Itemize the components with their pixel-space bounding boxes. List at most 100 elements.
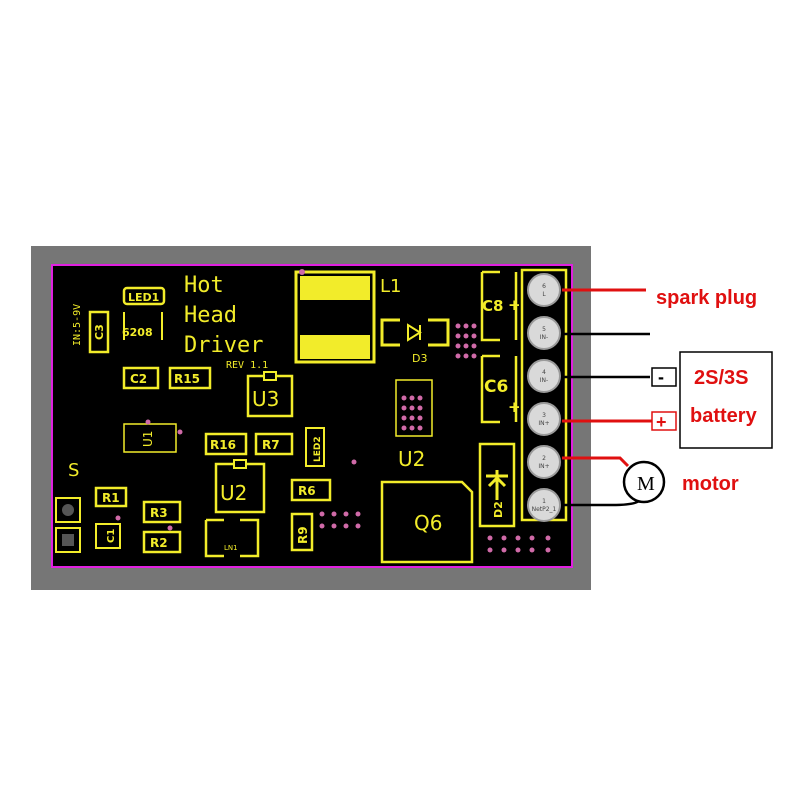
- r6-label: R6: [298, 484, 316, 498]
- battery-type-label: 2S/3S: [694, 367, 748, 389]
- capacitor-c2: C2: [122, 366, 160, 390]
- resistor-r15: R15: [168, 366, 212, 390]
- test-pad-bottom-square: [62, 534, 74, 546]
- ln1-label: LN1: [224, 544, 238, 552]
- title-line-1: Hot: [184, 273, 224, 298]
- c8-label: C8: [482, 297, 503, 315]
- c2-label: C2: [130, 372, 147, 386]
- motor-label: motor: [682, 473, 739, 495]
- led1-label: LED1: [128, 291, 159, 304]
- resistor-r7: R7: [254, 432, 294, 456]
- battery-label: battery: [690, 405, 758, 427]
- test-pad-bottom: [55, 527, 81, 553]
- s-marker: S: [68, 460, 79, 481]
- via-group-bottom-right: [487, 535, 551, 553]
- pin-number: 4: [542, 369, 546, 376]
- test-pad-top-hole: [62, 504, 74, 516]
- capacitor-c3: C3: [88, 310, 110, 354]
- via-group-right: [455, 323, 477, 359]
- pin-label: NetP2_1: [532, 506, 557, 513]
- u1-label: U1: [141, 431, 155, 447]
- diode-d2: D2: [478, 442, 516, 528]
- pin-pad: [527, 316, 561, 350]
- capacitor-c1: C1: [95, 523, 121, 549]
- mosfet-q6: Q6: [380, 480, 474, 564]
- pin-pad: [527, 402, 561, 436]
- c1-label: C1: [106, 529, 117, 543]
- r16-label: R16: [210, 438, 236, 452]
- resistor-r9: R9: [290, 512, 314, 552]
- pin-pad: [527, 273, 561, 307]
- revision-label: REV 1.1: [226, 360, 268, 371]
- pin-number: 5: [542, 326, 546, 333]
- pin-label: IN-: [540, 377, 548, 384]
- diode-label: D3: [412, 352, 427, 365]
- pin-number: 2: [542, 455, 546, 462]
- connector-pin-5: 5IN-: [527, 316, 561, 350]
- led2: LED2: [305, 427, 325, 467]
- pin-number: 3: [542, 412, 546, 419]
- pin-pad: [527, 488, 561, 522]
- diode-d3: D3: [380, 318, 450, 365]
- q6-label: Q6: [414, 511, 442, 535]
- input-spec-label: IN:5-9V: [72, 304, 83, 346]
- ic-u2-top: U2: [395, 379, 433, 471]
- r2-label: R2: [150, 536, 168, 550]
- resistor-r16: R16: [204, 432, 248, 456]
- u2-top-label: U2: [398, 447, 425, 471]
- pin-label: IN+: [538, 463, 549, 470]
- connector-pin-3: 3IN+: [527, 402, 561, 436]
- ln1: LN1: [204, 518, 260, 558]
- via-group-center: [319, 511, 361, 529]
- motor-symbol: M: [622, 460, 666, 504]
- connector-pin-6: 6L: [527, 273, 561, 307]
- resistor-r3: R3: [142, 500, 182, 524]
- ic-u2-bottom: U2: [214, 459, 266, 514]
- pin-pad: [527, 359, 561, 393]
- via-group-u2: [401, 395, 423, 431]
- led1: LED1: [122, 286, 166, 306]
- pin-pad: [527, 445, 561, 479]
- c3-label: C3: [93, 324, 106, 340]
- d2-label: D2: [492, 501, 505, 518]
- motor-m-letter: M: [637, 473, 655, 495]
- connector-pin-2: 2IN+: [527, 445, 561, 479]
- spark-plug-label: spark plug: [656, 287, 757, 309]
- c6-label: C6: [484, 377, 508, 397]
- inductor-label: L1: [380, 276, 401, 297]
- pin-label: L: [542, 291, 546, 298]
- r3-label: R3: [150, 506, 168, 520]
- battery-minus-sign: -: [658, 367, 664, 387]
- capacitor-c8: C8 +: [480, 270, 521, 342]
- pin-label: IN-: [540, 334, 548, 341]
- title-line-3: Driver: [184, 333, 263, 358]
- inductor-l1: L1: [294, 270, 401, 364]
- u3-label: U3: [252, 387, 279, 411]
- r9-label: R9: [296, 526, 310, 544]
- resistor-r6: R6: [290, 478, 332, 502]
- title-line-2: Head: [184, 303, 237, 328]
- resistor-r2: R2: [142, 530, 182, 554]
- led2-label: LED2: [313, 436, 323, 462]
- wire-motor-top: [562, 456, 630, 468]
- ic-u1: U1: [123, 423, 177, 453]
- pin-number: 6: [542, 283, 546, 290]
- test-pad-top: [55, 497, 81, 523]
- r15-label: R15: [174, 372, 200, 386]
- capacitor-c6: C6 +: [480, 354, 521, 424]
- via-misc: [115, 269, 357, 531]
- r1-label: R1: [102, 491, 120, 505]
- resistor-r1: R1: [94, 486, 128, 508]
- c6-plus: +: [508, 398, 521, 416]
- pin-label: IN+: [538, 420, 549, 427]
- u2-bottom-label: U2: [220, 481, 247, 505]
- r7-label: R7: [262, 438, 280, 452]
- connector-pin-4: 4IN-: [527, 359, 561, 393]
- pin-number: 1: [542, 498, 546, 505]
- battery-plus-sign: +: [656, 412, 667, 432]
- ic-u3: U3: [246, 371, 294, 418]
- ic-6208: 6208: [122, 312, 163, 340]
